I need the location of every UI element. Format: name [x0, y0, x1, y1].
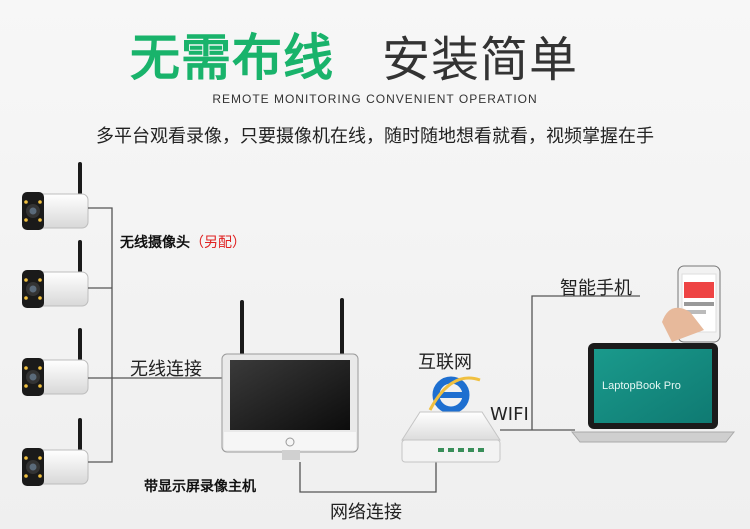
- laptop: [570, 343, 736, 443]
- wireless-link-label: 无线连接: [130, 359, 202, 380]
- cameras-label: 无线摄像头（另配）: [120, 232, 246, 252]
- subtitle: REMOTE MONITORING CONVENIENT OPERATION: [212, 92, 538, 106]
- connector-lines: [88, 207, 640, 493]
- network-link-label: 网络连接: [330, 502, 402, 523]
- title-green: 无需布线: [130, 29, 334, 87]
- cameras-label-text: 无线摄像头: [120, 235, 190, 251]
- camera-2: [21, 239, 89, 309]
- nvr-label: 带显示屏录像主机: [144, 479, 256, 495]
- title-dark: 安装简单: [382, 32, 579, 88]
- slogan: 多平台观看录像，只要摄像机在线，随时随地想看就看，视频掌握在手: [96, 126, 654, 147]
- camera-1: [21, 161, 89, 231]
- smartphone: [662, 265, 721, 343]
- internet-label: 互联网: [418, 352, 472, 373]
- camera-3: [21, 327, 89, 397]
- router: [401, 411, 501, 463]
- wifi-label: WIFI: [490, 404, 529, 425]
- camera-4: [21, 417, 89, 487]
- nvr-monitor: [221, 298, 359, 460]
- internet-explorer-icon: [428, 376, 481, 414]
- cameras-note: （另配）: [190, 235, 246, 251]
- phone-label: 智能手机: [560, 278, 632, 299]
- laptop-brand: LaptopBook Pro: [602, 380, 681, 392]
